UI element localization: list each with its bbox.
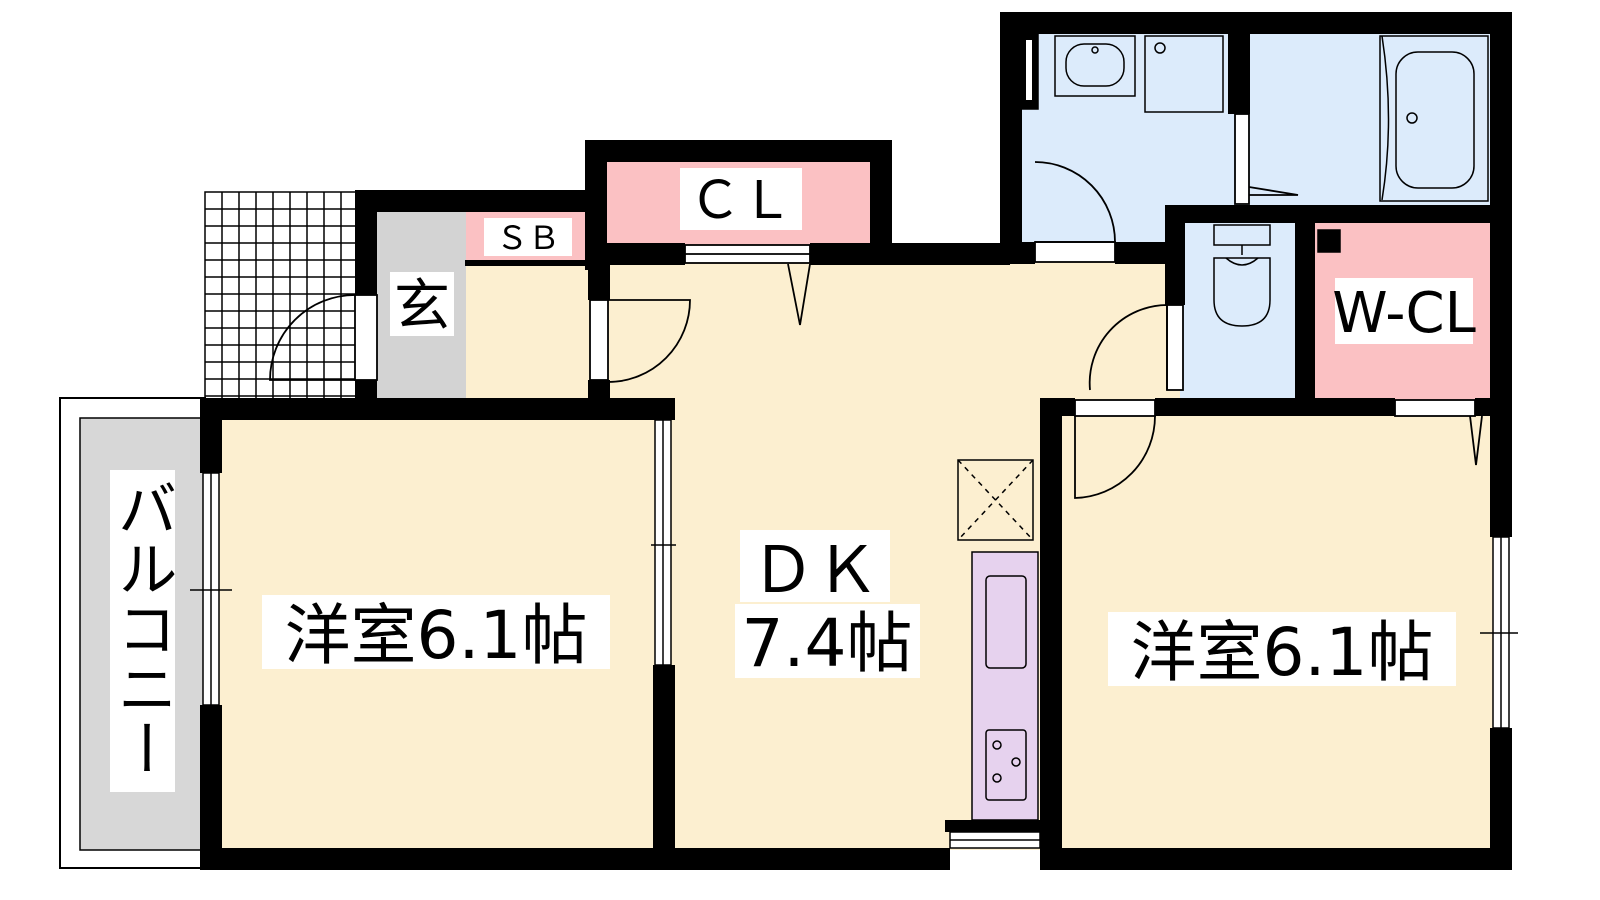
washing-machine-icon	[1144, 35, 1224, 113]
closet-label: ＣＬ	[689, 171, 793, 231]
balcony-label: バルコニー	[107, 478, 177, 778]
dk-label-line2: 7.4帖	[742, 605, 913, 682]
left-room-label: 洋室6.1帖	[285, 597, 588, 674]
kitchen-counter-icon	[971, 551, 1039, 821]
fridge-space-icon	[957, 459, 1034, 541]
doors	[269, 113, 1483, 499]
dk-upper-floor	[595, 255, 1185, 405]
dk-label-line1: ＤＫ	[751, 534, 879, 608]
wash-basin-icon	[1054, 35, 1136, 97]
bathtub-icon	[1379, 35, 1489, 202]
hall-floor	[460, 260, 595, 405]
walls	[200, 12, 1512, 870]
labels: ＣＬ ＳＢ 玄 W-CL 洋室6.1帖 ＤＫ 7.4帖 洋室6.1帖 バルコニー	[107, 168, 1476, 792]
toilet-floor	[1180, 220, 1300, 405]
wcl-label: W-CL	[1332, 281, 1476, 346]
entrance-label: 玄	[394, 274, 450, 339]
shoe-box-label: ＳＢ	[496, 219, 560, 257]
windows	[190, 33, 1518, 849]
stove-icon	[985, 729, 1027, 801]
fixtures	[957, 35, 1489, 821]
right-room-label: 洋室6.1帖	[1131, 614, 1434, 691]
toilet-icon	[1213, 224, 1271, 327]
